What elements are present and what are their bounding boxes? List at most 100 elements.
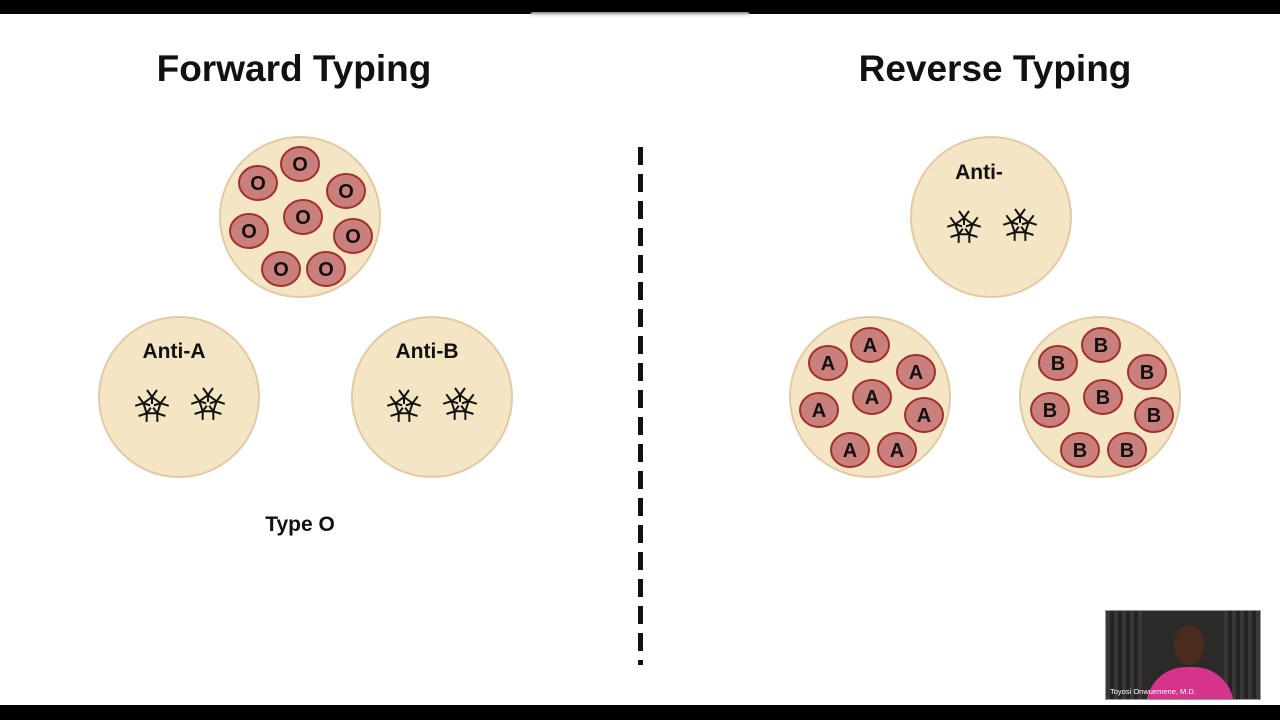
plasma-label: Anti-	[955, 161, 1003, 184]
red-cell-body	[830, 432, 870, 468]
red-cell: B	[1030, 392, 1070, 428]
red-cell-antigen-label: O	[295, 207, 311, 229]
red-cell-antigen-label: B	[1043, 400, 1057, 422]
red-cell-body	[306, 251, 346, 287]
red-cell-antigen-label: A	[812, 400, 826, 422]
red-cell: A	[896, 354, 936, 390]
red-cell-antigen-label: A	[909, 362, 923, 384]
red-cell-body	[283, 199, 323, 235]
presenter-head	[1174, 625, 1204, 665]
red-cell: B	[1060, 432, 1100, 468]
red-cell-antigen-label: A	[890, 440, 904, 462]
red-cell-antigen-label: A	[865, 387, 879, 409]
red-cell-antigen-label: A	[821, 353, 835, 375]
red-cell: A	[852, 379, 892, 415]
red-cell-antigen-label: O	[250, 173, 266, 195]
red-cell-body	[896, 354, 936, 390]
red-cell-body	[1127, 354, 1167, 390]
red-cell: B	[1127, 354, 1167, 390]
red-cell-body	[326, 173, 366, 209]
forward-typing-title: Forward Typing	[156, 48, 432, 89]
red-cell-antigen-label: B	[1096, 387, 1110, 409]
red-cell-antigen-label: O	[273, 259, 289, 281]
anti-a-reagent-well: Anti-A	[98, 316, 260, 478]
red-cell-body	[333, 218, 373, 254]
red-cell-antigen-label: A	[917, 405, 931, 427]
red-cell-antigen-label: B	[1051, 353, 1065, 375]
red-cell-antigen-label: A	[843, 440, 857, 462]
red-cell-antigen-label: O	[241, 221, 257, 243]
presenter-video-thumbnail[interactable]: Toyosi Onwuemene, M.D.	[1105, 610, 1261, 700]
red-cell: O	[326, 173, 366, 209]
acoustic-panel	[1224, 611, 1260, 699]
red-cell-body	[799, 392, 839, 428]
red-cell-body	[1060, 432, 1100, 468]
red-cell-antigen-label: O	[338, 181, 354, 203]
red-cell-body	[1081, 327, 1121, 363]
red-cell-antigen-label: B	[1094, 335, 1108, 357]
red-cell: A	[830, 432, 870, 468]
red-cell-antigen-label: B	[1147, 405, 1161, 427]
red-cell: O	[229, 213, 269, 249]
red-cell-body	[280, 146, 320, 182]
red-cell-body	[238, 165, 278, 201]
well-circle	[351, 316, 513, 478]
red-cell-body	[877, 432, 917, 468]
top-black-bar	[0, 0, 1280, 14]
acoustic-panel	[1106, 611, 1142, 699]
red-cell: A	[877, 432, 917, 468]
red-cell-body	[1107, 432, 1147, 468]
red-cell: A	[904, 397, 944, 433]
reverse-typing-title: Reverse Typing	[858, 48, 1132, 89]
red-cell-body	[1030, 392, 1070, 428]
red-cell: B	[1134, 397, 1174, 433]
red-cell-body	[904, 397, 944, 433]
bottom-black-bar	[0, 705, 1280, 720]
red-cell-antigen-label: B	[1073, 440, 1087, 462]
presenter-name: Toyosi Onwuemene, M.D.	[1110, 687, 1196, 696]
top-shadow	[530, 12, 750, 18]
dashed-divider	[638, 147, 643, 665]
red-cell: O	[283, 199, 323, 235]
red-cell: O	[306, 251, 346, 287]
red-cell: O	[280, 146, 320, 182]
well-circle	[98, 316, 260, 478]
anti-b-reagent-well: Anti-B	[351, 316, 513, 478]
red-cell-body	[808, 345, 848, 381]
red-cell-body	[1083, 379, 1123, 415]
red-cell: A	[808, 345, 848, 381]
red-cell-antigen-label: O	[345, 226, 361, 248]
red-cell-antigen-label: B	[1140, 362, 1154, 384]
red-cell-body	[261, 251, 301, 287]
red-cell-body	[852, 379, 892, 415]
red-cell: O	[261, 251, 301, 287]
red-cell-antigen-label: A	[863, 335, 877, 357]
red-cell-body	[1134, 397, 1174, 433]
red-cell: A	[850, 327, 890, 363]
red-cell-antigen-label: B	[1120, 440, 1134, 462]
anti-b-label: Anti-B	[396, 340, 459, 363]
red-cell-body	[229, 213, 269, 249]
reverse-plasma-well: Anti-	[910, 136, 1072, 298]
red-cell: B	[1107, 432, 1147, 468]
result-type-label: Type O	[265, 513, 335, 536]
red-cell: B	[1038, 345, 1078, 381]
red-cell-body	[1038, 345, 1078, 381]
red-cell-antigen-label: O	[292, 154, 308, 176]
red-cell: A	[799, 392, 839, 428]
well-circle	[910, 136, 1072, 298]
red-cell-antigen-label: O	[318, 259, 334, 281]
red-cell: B	[1081, 327, 1121, 363]
red-cell: O	[238, 165, 278, 201]
anti-a-label: Anti-A	[143, 340, 206, 363]
red-cell-body	[850, 327, 890, 363]
red-cell: B	[1083, 379, 1123, 415]
red-cell: O	[333, 218, 373, 254]
